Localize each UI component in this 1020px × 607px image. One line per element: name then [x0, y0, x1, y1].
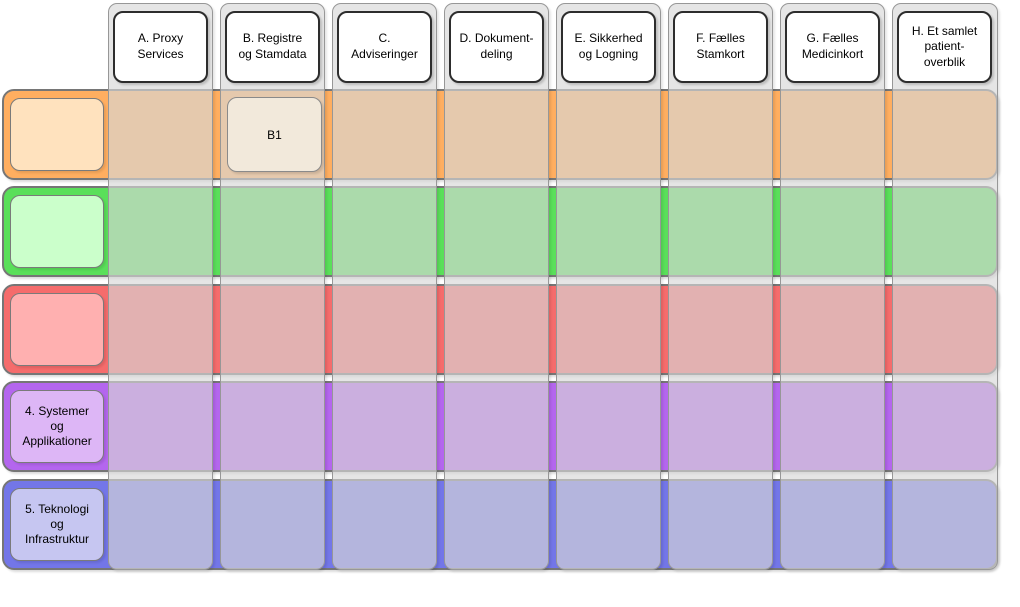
column-header-label: A. Proxy Services: [137, 31, 184, 61]
column-header-label: G. Fælles Medicinkort: [801, 31, 864, 61]
row-label-box-5[interactable]: 5. Teknologi og Infrastruktur: [10, 488, 104, 561]
column-a[interactable]: A. Proxy Services: [108, 3, 213, 570]
cell-b1[interactable]: B1: [227, 97, 322, 172]
column-header-b[interactable]: B. Registre og Stamdata: [225, 11, 320, 83]
column-header-label: F. Fælles Stamkort: [696, 31, 745, 61]
column-header-d[interactable]: D. Dokument- deling: [449, 11, 544, 83]
column-g[interactable]: G. Fælles Medicinkort: [780, 3, 885, 570]
column-header-label: H. Et samlet patient- overblik: [911, 23, 978, 69]
column-b[interactable]: B. Registre og Stamdata: [220, 3, 325, 570]
column-header-c[interactable]: C. Adviseringer: [337, 11, 432, 83]
column-header-f[interactable]: F. Fælles Stamkort: [673, 11, 768, 83]
column-header-h[interactable]: H. Et samlet patient- overblik: [897, 11, 992, 83]
column-f[interactable]: F. Fælles Stamkort: [668, 3, 773, 570]
column-d[interactable]: D. Dokument- deling: [444, 3, 549, 570]
row-label-box-4[interactable]: 4. Systemer og Applikationer: [10, 390, 104, 463]
column-header-a[interactable]: A. Proxy Services: [113, 11, 208, 83]
column-header-label: D. Dokument- deling: [459, 31, 534, 61]
column-h[interactable]: H. Et samlet patient- overblik: [892, 3, 998, 570]
column-header-label: E. Sikkerhed og Logning: [574, 31, 643, 61]
column-header-e[interactable]: E. Sikkerhed og Logning: [561, 11, 656, 83]
column-c[interactable]: C. Adviseringer: [332, 3, 437, 570]
row-label-box-3[interactable]: [10, 293, 104, 366]
row-label-box-2[interactable]: [10, 195, 104, 268]
column-e[interactable]: E. Sikkerhed og Logning: [556, 3, 661, 570]
row-label: 5. Teknologi og Infrastruktur: [24, 502, 90, 546]
column-header-label: B. Registre og Stamdata: [238, 31, 307, 61]
column-header-label: C. Adviseringer: [351, 31, 418, 61]
row-label-box-1[interactable]: [10, 98, 104, 171]
cell-label: B1: [267, 127, 282, 142]
column-header-g[interactable]: G. Fælles Medicinkort: [785, 11, 880, 83]
row-label: 4. Systemer og Applikationer: [22, 404, 92, 448]
